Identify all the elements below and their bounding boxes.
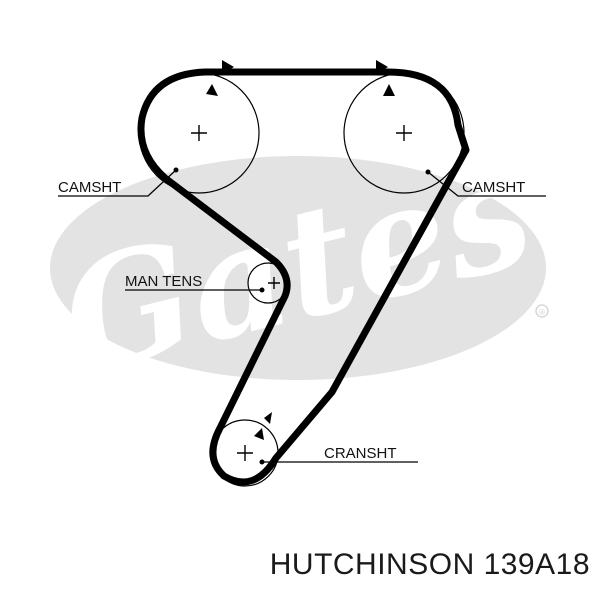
part-number: HUTCHINSON 139A18 (269, 548, 590, 581)
pulley-centers (191, 125, 412, 461)
registered-mark: ® (538, 308, 546, 317)
timing-belt (137, 68, 470, 486)
leader-lines (58, 169, 546, 463)
label-camshaft-right: CAMSHT (462, 179, 525, 196)
rotation-arrows (206, 60, 395, 440)
label-manual-tensioner: MAN TENS (125, 273, 202, 290)
label-crankshaft: CRANSHT (324, 445, 397, 462)
label-camshaft-left: CAMSHT (58, 179, 121, 196)
gates-watermark-logo: Gates ® (45, 124, 549, 409)
